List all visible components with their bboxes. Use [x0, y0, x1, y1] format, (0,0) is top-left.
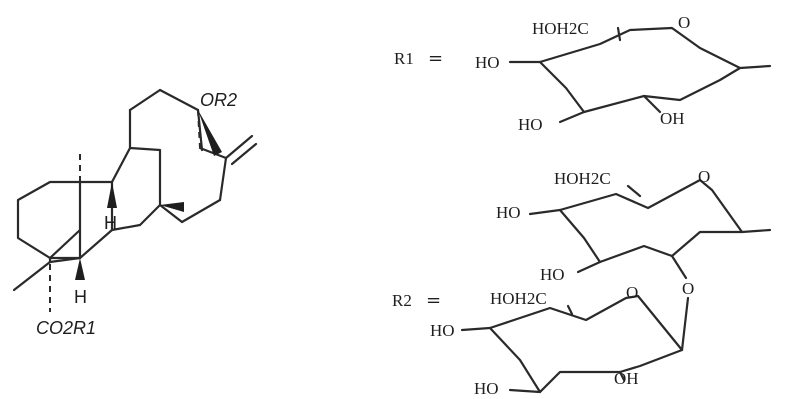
or2-label: OR2: [200, 90, 237, 110]
ring-d-right: [196, 108, 204, 152]
r2-lower-sugar: R2 = HOH2C O HO HO OH: [392, 283, 690, 398]
ring-a: [16, 180, 82, 260]
r2-upper-o-link-bond: [670, 254, 688, 280]
wedge-h-lower: [75, 258, 85, 280]
r1-sugar: R1 = HOH2C O HO HO OH: [394, 13, 772, 134]
r2-lower-oh-label: OH: [614, 369, 639, 388]
core-skeleton: [12, 88, 258, 292]
r2-upper-ring-o-label: O: [698, 167, 710, 186]
r2-glycosidic-bond: [680, 296, 690, 352]
r1-equals: =: [428, 48, 443, 69]
r2-upper-ho-left-bond: [528, 208, 562, 216]
r2-equals: =: [426, 290, 441, 311]
r1-ch2oh-bond: [616, 26, 622, 42]
ring-e-bottom: [158, 203, 184, 224]
r2-upper-ch2oh-bond: [626, 184, 642, 198]
r2-upper-ring: [558, 178, 744, 264]
h-lower-label: H: [74, 287, 87, 307]
methylene-1: [224, 134, 254, 160]
ring-e-up: [218, 156, 228, 202]
r1-ho-bottom-bond: [558, 110, 586, 124]
r1-ho-left-label: HO: [475, 53, 500, 72]
ring-d-top: [158, 88, 200, 112]
r1-ho-bottom-label: HO: [518, 115, 543, 134]
r2-upper-o-link-label: O: [682, 279, 694, 298]
r1-anomeric-bond: [738, 64, 772, 70]
h-upper-label: H: [104, 213, 117, 233]
r2-upper-anomeric-bond: [740, 228, 772, 234]
r2-lower-ring-o-label: O: [626, 283, 638, 302]
r2-lower-oh-bond: [618, 370, 626, 382]
wedge-or2: [198, 110, 222, 156]
ring-d-top-left: [128, 88, 162, 112]
ring-a-join: [48, 256, 82, 264]
r2-upper-hoh2c-label: HOH2C: [554, 169, 611, 188]
wedge-bridge: [160, 202, 184, 212]
co2r1-label: CO2R1: [36, 318, 96, 338]
r2-upper-sugar: HOH2C O HO HO O: [496, 167, 772, 298]
r1-hoh2c-label: HOH2C: [532, 19, 589, 38]
r2-upper-ho-bottom-label: HO: [540, 265, 565, 284]
r2-label: R2: [392, 291, 412, 310]
methylene-2: [230, 142, 258, 166]
r1-label: R1: [394, 49, 414, 68]
r1-oh-label: OH: [660, 109, 685, 128]
r2-lower-ring: [488, 294, 684, 394]
ring-c: [110, 146, 162, 232]
r2-lower-ho-left-label: HO: [430, 321, 455, 340]
ring-e-right: [180, 198, 222, 224]
r2-lower-ho-bottom-bond: [508, 388, 542, 394]
r2-lower-ho-left-bond: [460, 326, 492, 332]
r2-upper-ho-bottom-bond: [576, 260, 602, 274]
r2-lower-ho-bottom-label: HO: [474, 379, 499, 398]
r2-upper-ho-left-label: HO: [496, 203, 521, 222]
r1-ring: [538, 26, 742, 114]
r2-lower-ch2oh-bond: [566, 304, 574, 316]
c4-methyl: [12, 260, 52, 292]
r1-oh-bond: [642, 94, 662, 114]
wedge-h-upper: [107, 182, 117, 208]
r2-lower-hoh2c-label: HOH2C: [490, 289, 547, 308]
r1-ring-o-label: O: [678, 13, 690, 32]
